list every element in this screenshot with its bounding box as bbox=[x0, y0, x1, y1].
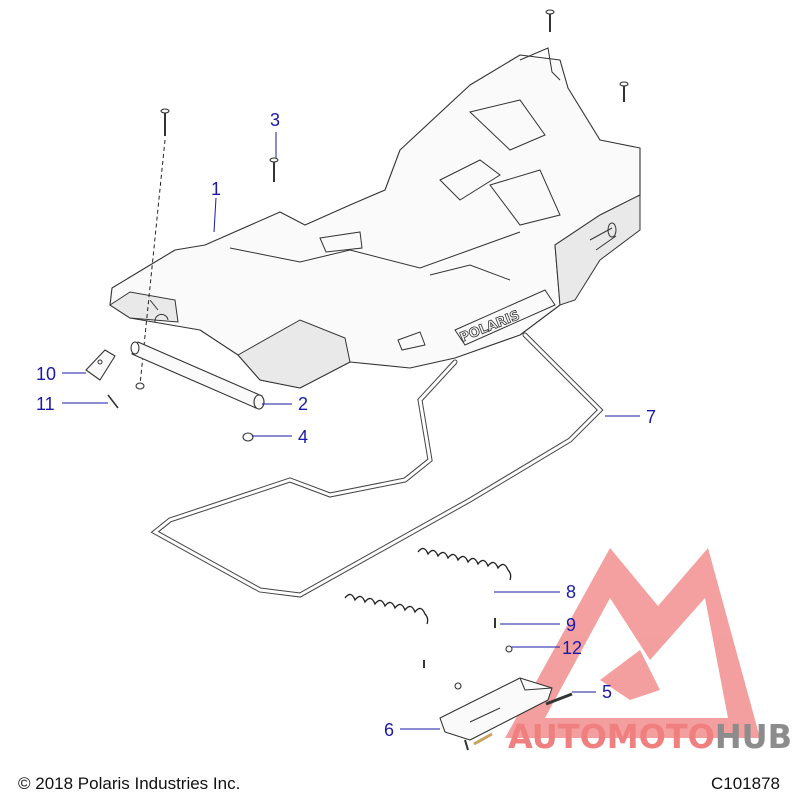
watermark-hub: HUB bbox=[715, 717, 792, 756]
cable-loop bbox=[150, 332, 604, 598]
callout-5: 5 bbox=[602, 682, 612, 702]
callout-10: 10 bbox=[36, 364, 56, 384]
automotohub-watermark-text: AUTOMOTOHUB bbox=[508, 717, 792, 756]
callout-9: 9 bbox=[566, 615, 576, 635]
screw-right bbox=[619, 81, 629, 102]
watermark-moto: MOTO bbox=[607, 717, 715, 756]
svg-text:AUTOMOTOHUB: AUTOMOTOHUB bbox=[508, 717, 792, 756]
pin bbox=[107, 394, 119, 409]
latch-screw bbox=[473, 732, 493, 746]
screw-top-left bbox=[160, 108, 170, 136]
figure-id: C101878 bbox=[710, 774, 780, 793]
latch-plate bbox=[439, 677, 553, 751]
callout-2: 2 bbox=[298, 394, 308, 414]
screw-part-3 bbox=[269, 157, 279, 182]
callout-6: 6 bbox=[384, 720, 394, 740]
callout-11: 11 bbox=[36, 394, 55, 414]
callout-12: 12 bbox=[562, 638, 582, 658]
leader-lines bbox=[62, 132, 640, 730]
screw-small-head bbox=[454, 682, 462, 690]
spring-left bbox=[344, 593, 429, 625]
nut bbox=[135, 382, 145, 390]
automotohub-watermark-logo bbox=[505, 548, 760, 738]
callout-1: 1 bbox=[211, 179, 221, 199]
nut-part-4 bbox=[242, 432, 254, 442]
screw-top-right bbox=[545, 9, 555, 32]
spring-right bbox=[417, 547, 512, 581]
front-rack: POLARIS bbox=[109, 47, 641, 389]
callout-4: 4 bbox=[298, 427, 308, 447]
latch-bracket bbox=[85, 349, 116, 381]
callout-7: 7 bbox=[646, 407, 656, 427]
copyright-notice: © 2018 Polaris Industries Inc. bbox=[18, 774, 241, 793]
callout-3: 3 bbox=[270, 110, 280, 130]
tube bbox=[130, 341, 265, 410]
screw-part-12 bbox=[505, 645, 513, 653]
hinge-pin bbox=[545, 692, 573, 706]
watermark-auto: AUTO bbox=[508, 717, 607, 756]
callout-8: 8 bbox=[566, 582, 576, 602]
